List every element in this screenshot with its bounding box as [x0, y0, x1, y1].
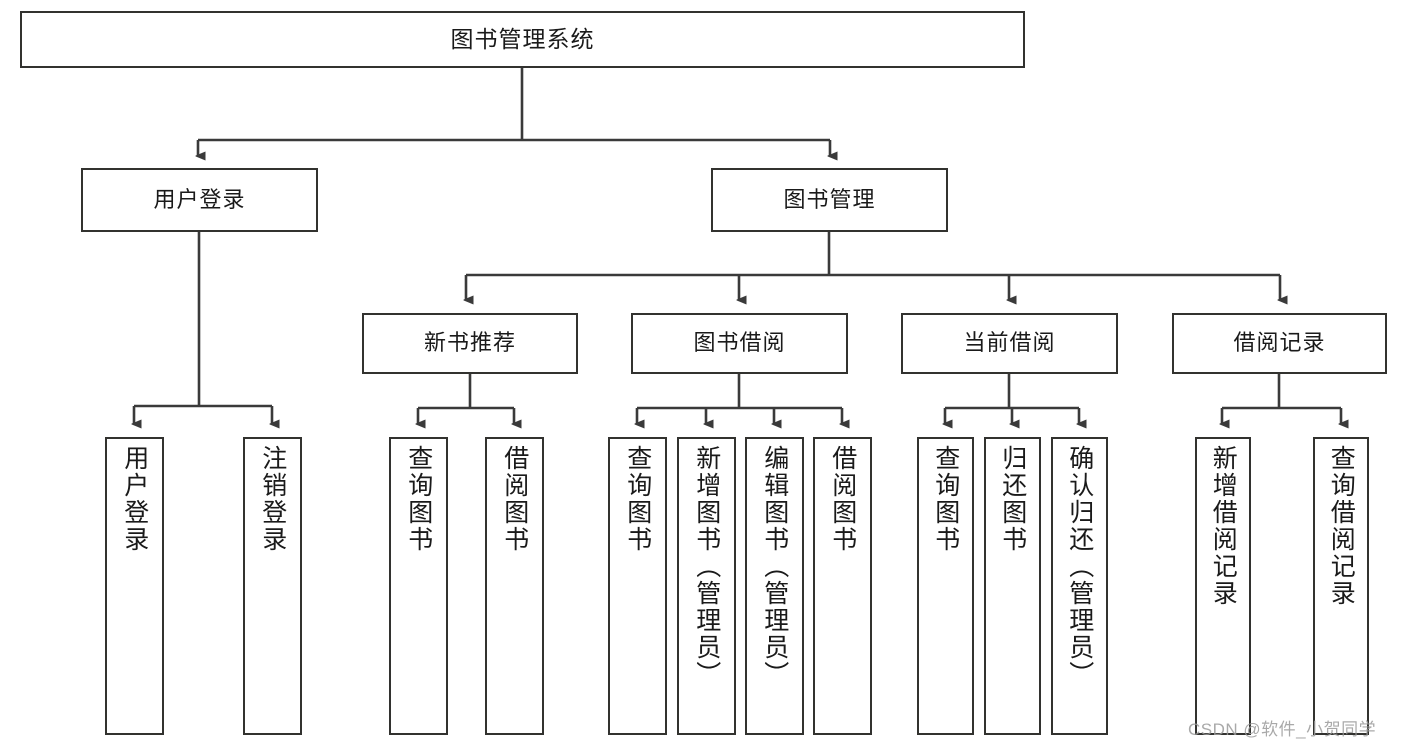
node-book-borrow[interactable]: 图书借阅: [631, 313, 848, 374]
node-leaf-query-book-3-label: 查询图书: [931, 445, 960, 553]
node-leaf-query-book-3[interactable]: 查询图书: [917, 437, 974, 735]
node-leaf-confirm-return[interactable]: 确认归还（管理员）: [1051, 437, 1108, 735]
node-leaf-logout[interactable]: 注销登录: [243, 437, 302, 735]
node-new-book-recommend-label: 新书推荐: [423, 330, 516, 356]
node-leaf-borrow-book-1[interactable]: 借阅图书: [485, 437, 544, 735]
node-current-borrow-label: 当前借阅: [963, 330, 1056, 356]
node-borrow-record-label: 借阅记录: [1233, 330, 1326, 356]
node-user-login[interactable]: 用户登录: [81, 168, 318, 232]
node-leaf-query-book-2-label: 查询图书: [623, 445, 652, 553]
node-leaf-add-book-label: 新增图书（管理员）: [692, 445, 721, 688]
node-leaf-user-login[interactable]: 用户登录: [105, 437, 164, 735]
node-leaf-add-record-label: 新增借阅记录: [1209, 445, 1238, 607]
node-leaf-query-book-1-label: 查询图书: [404, 445, 433, 553]
node-leaf-add-book[interactable]: 新增图书（管理员）: [677, 437, 736, 735]
node-leaf-return-book-label: 归还图书: [998, 445, 1027, 553]
node-borrow-record[interactable]: 借阅记录: [1172, 313, 1387, 374]
node-book-borrow-label: 图书借阅: [693, 330, 786, 356]
node-new-book-recommend[interactable]: 新书推荐: [362, 313, 578, 374]
node-leaf-confirm-return-label: 确认归还（管理员）: [1065, 445, 1094, 688]
node-root-label: 图书管理系统: [450, 25, 595, 52]
node-leaf-borrow-book-2[interactable]: 借阅图书: [813, 437, 872, 735]
node-leaf-query-record[interactable]: 查询借阅记录: [1313, 437, 1369, 735]
node-current-borrow[interactable]: 当前借阅: [901, 313, 1118, 374]
node-book-manage[interactable]: 图书管理: [711, 168, 948, 232]
node-leaf-add-record[interactable]: 新增借阅记录: [1195, 437, 1251, 735]
csdn-watermark: CSDN @软件_小贺同学: [1188, 720, 1377, 739]
node-leaf-borrow-book-2-label: 借阅图书: [828, 445, 857, 553]
node-leaf-logout-label: 注销登录: [258, 445, 287, 553]
node-leaf-edit-book[interactable]: 编辑图书（管理员）: [745, 437, 804, 735]
node-leaf-query-book-2[interactable]: 查询图书: [608, 437, 667, 735]
node-leaf-query-record-label: 查询借阅记录: [1327, 445, 1356, 607]
node-user-login-label: 用户登录: [153, 186, 246, 212]
node-leaf-borrow-book-1-label: 借阅图书: [500, 445, 529, 553]
node-leaf-edit-book-label: 编辑图书（管理员）: [760, 445, 789, 688]
node-leaf-query-book-1[interactable]: 查询图书: [389, 437, 448, 735]
node-leaf-return-book[interactable]: 归还图书: [984, 437, 1041, 735]
node-book-manage-label: 图书管理: [783, 186, 876, 212]
node-root[interactable]: 图书管理系统: [20, 11, 1025, 68]
node-leaf-user-login-label: 用户登录: [120, 445, 149, 553]
